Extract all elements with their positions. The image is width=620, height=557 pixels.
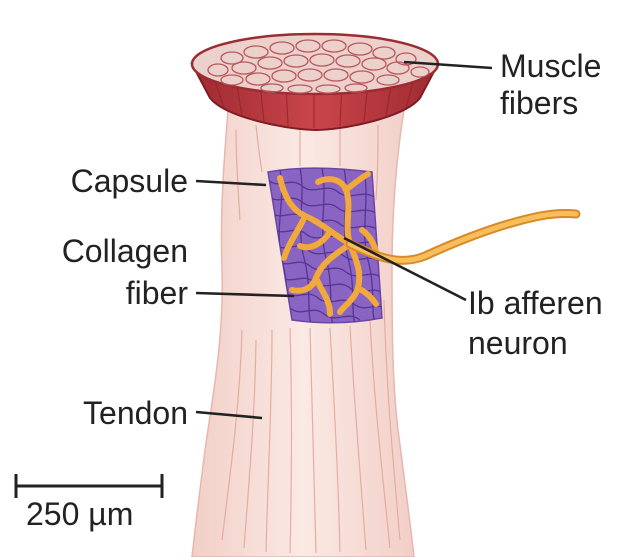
collagen-fiber-label-line2: fiber: [126, 275, 189, 311]
scale-bar-label: 250 µm: [26, 496, 133, 532]
scale-bar: [16, 474, 162, 498]
tendon-label: Tendon: [83, 395, 188, 431]
capsule-label: Capsule: [71, 163, 188, 199]
muscle-fibers-label-line1: Muscle: [500, 48, 601, 84]
collagen-fiber-label-line1: Collagen: [62, 233, 188, 269]
afferent-neuron-label-line2: neuron: [468, 325, 568, 361]
muscle-fibers-label-line2: fibers: [500, 85, 578, 121]
afferent-neuron-label-line1: Ib afferen: [468, 285, 603, 321]
